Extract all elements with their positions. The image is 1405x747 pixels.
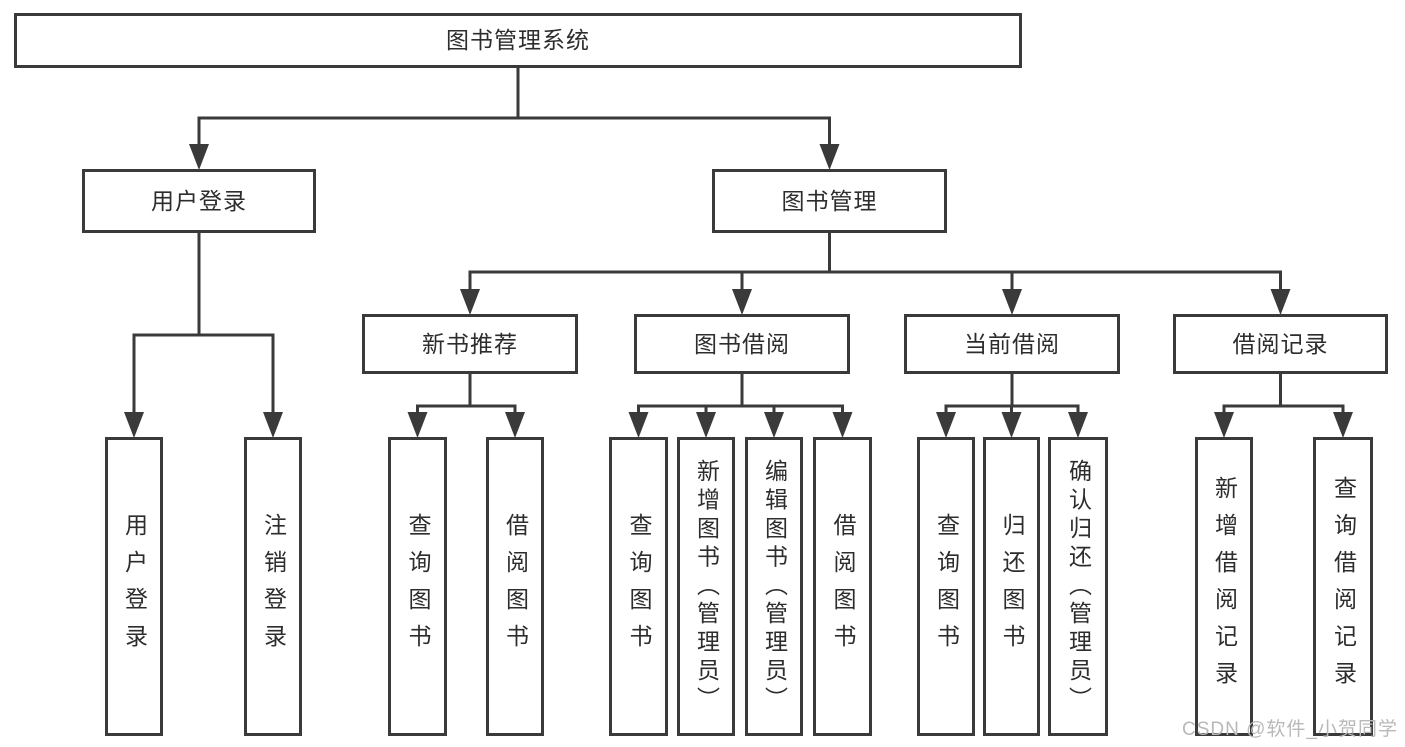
tree-node: 当前借阅 bbox=[904, 314, 1120, 374]
arrow-down-icon bbox=[263, 412, 283, 438]
tree-node-label: 注销登录 bbox=[260, 512, 287, 661]
tree-node: 新增借阅记录 bbox=[1195, 437, 1253, 736]
arrow-down-icon bbox=[936, 412, 956, 438]
tree-node: 用户登录 bbox=[82, 169, 316, 233]
tree-node-label: 归还图书 bbox=[999, 512, 1025, 661]
tree-node: 查询借阅记录 bbox=[1313, 437, 1373, 736]
tree-node: 用户登录 bbox=[105, 437, 163, 736]
tree-node: 新增图书（管理员） bbox=[677, 437, 735, 736]
tree-node-label: 查询图书 bbox=[626, 512, 652, 661]
tree-node-label: 图书借阅 bbox=[694, 330, 790, 357]
tree-node: 新书推荐 bbox=[362, 314, 578, 374]
tree-node-label: 借阅图书 bbox=[502, 512, 529, 661]
tree-node-label: 借阅图书 bbox=[830, 512, 856, 661]
tree-node: 查询图书 bbox=[609, 437, 668, 736]
tree-node: 注销登录 bbox=[244, 437, 302, 736]
tree-node: 确认归还（管理员） bbox=[1048, 437, 1108, 736]
arrow-down-icon bbox=[1333, 412, 1353, 438]
arrow-down-icon bbox=[832, 412, 853, 438]
arrow-down-icon bbox=[1002, 289, 1022, 315]
tree-node-label: 查询图书 bbox=[405, 512, 431, 661]
arrow-down-icon bbox=[1270, 289, 1291, 315]
arrow-down-icon bbox=[407, 412, 428, 438]
arrow-down-icon bbox=[696, 412, 716, 438]
arrow-down-icon bbox=[628, 412, 649, 438]
tree-node-label: 图书管理系统 bbox=[446, 27, 590, 53]
tree-node-label: 新书推荐 bbox=[422, 330, 518, 357]
arrow-down-icon bbox=[1068, 412, 1088, 438]
tree-node-label: 新增借阅记录 bbox=[1211, 475, 1238, 698]
watermark-text: CSDN @软件_小贺同学 bbox=[1182, 719, 1398, 740]
arrow-down-icon bbox=[732, 289, 752, 315]
tree-node-label: 查询借阅记录 bbox=[1330, 475, 1357, 698]
arrow-down-icon bbox=[460, 289, 480, 315]
arrow-down-icon bbox=[1214, 412, 1234, 438]
tree-node: 图书管理系统 bbox=[14, 13, 1022, 68]
arrow-down-icon bbox=[505, 412, 525, 438]
tree-node: 借阅记录 bbox=[1173, 314, 1388, 374]
arrow-down-icon bbox=[819, 144, 840, 170]
tree-node: 借阅图书 bbox=[486, 437, 544, 736]
tree-node-label: 确认归还（管理员） bbox=[1065, 458, 1092, 715]
arrow-down-icon bbox=[764, 412, 784, 438]
arrow-down-icon bbox=[189, 144, 209, 170]
tree-node-label: 查询图书 bbox=[933, 512, 960, 661]
arrow-down-icon bbox=[1001, 412, 1022, 438]
tree-node: 归还图书 bbox=[983, 437, 1040, 736]
tree-node-label: 新增图书（管理员） bbox=[693, 458, 720, 715]
tree-node: 图书管理 bbox=[712, 169, 947, 233]
tree-node: 编辑图书（管理员） bbox=[745, 437, 803, 736]
tree-node: 图书借阅 bbox=[634, 314, 850, 374]
tree-node-label: 图书管理 bbox=[781, 187, 878, 214]
tree-node: 查询图书 bbox=[917, 437, 975, 736]
tree-node-label: 借阅记录 bbox=[1232, 330, 1329, 357]
tree-node-label: 用户登录 bbox=[151, 187, 247, 214]
tree-node-label: 当前借阅 bbox=[964, 330, 1060, 357]
tree-node: 借阅图书 bbox=[813, 437, 872, 736]
arrow-down-icon bbox=[124, 412, 144, 438]
tree-node-label: 编辑图书（管理员） bbox=[761, 458, 788, 715]
tree-node-label: 用户登录 bbox=[121, 512, 148, 661]
tree-node: 查询图书 bbox=[388, 437, 447, 736]
